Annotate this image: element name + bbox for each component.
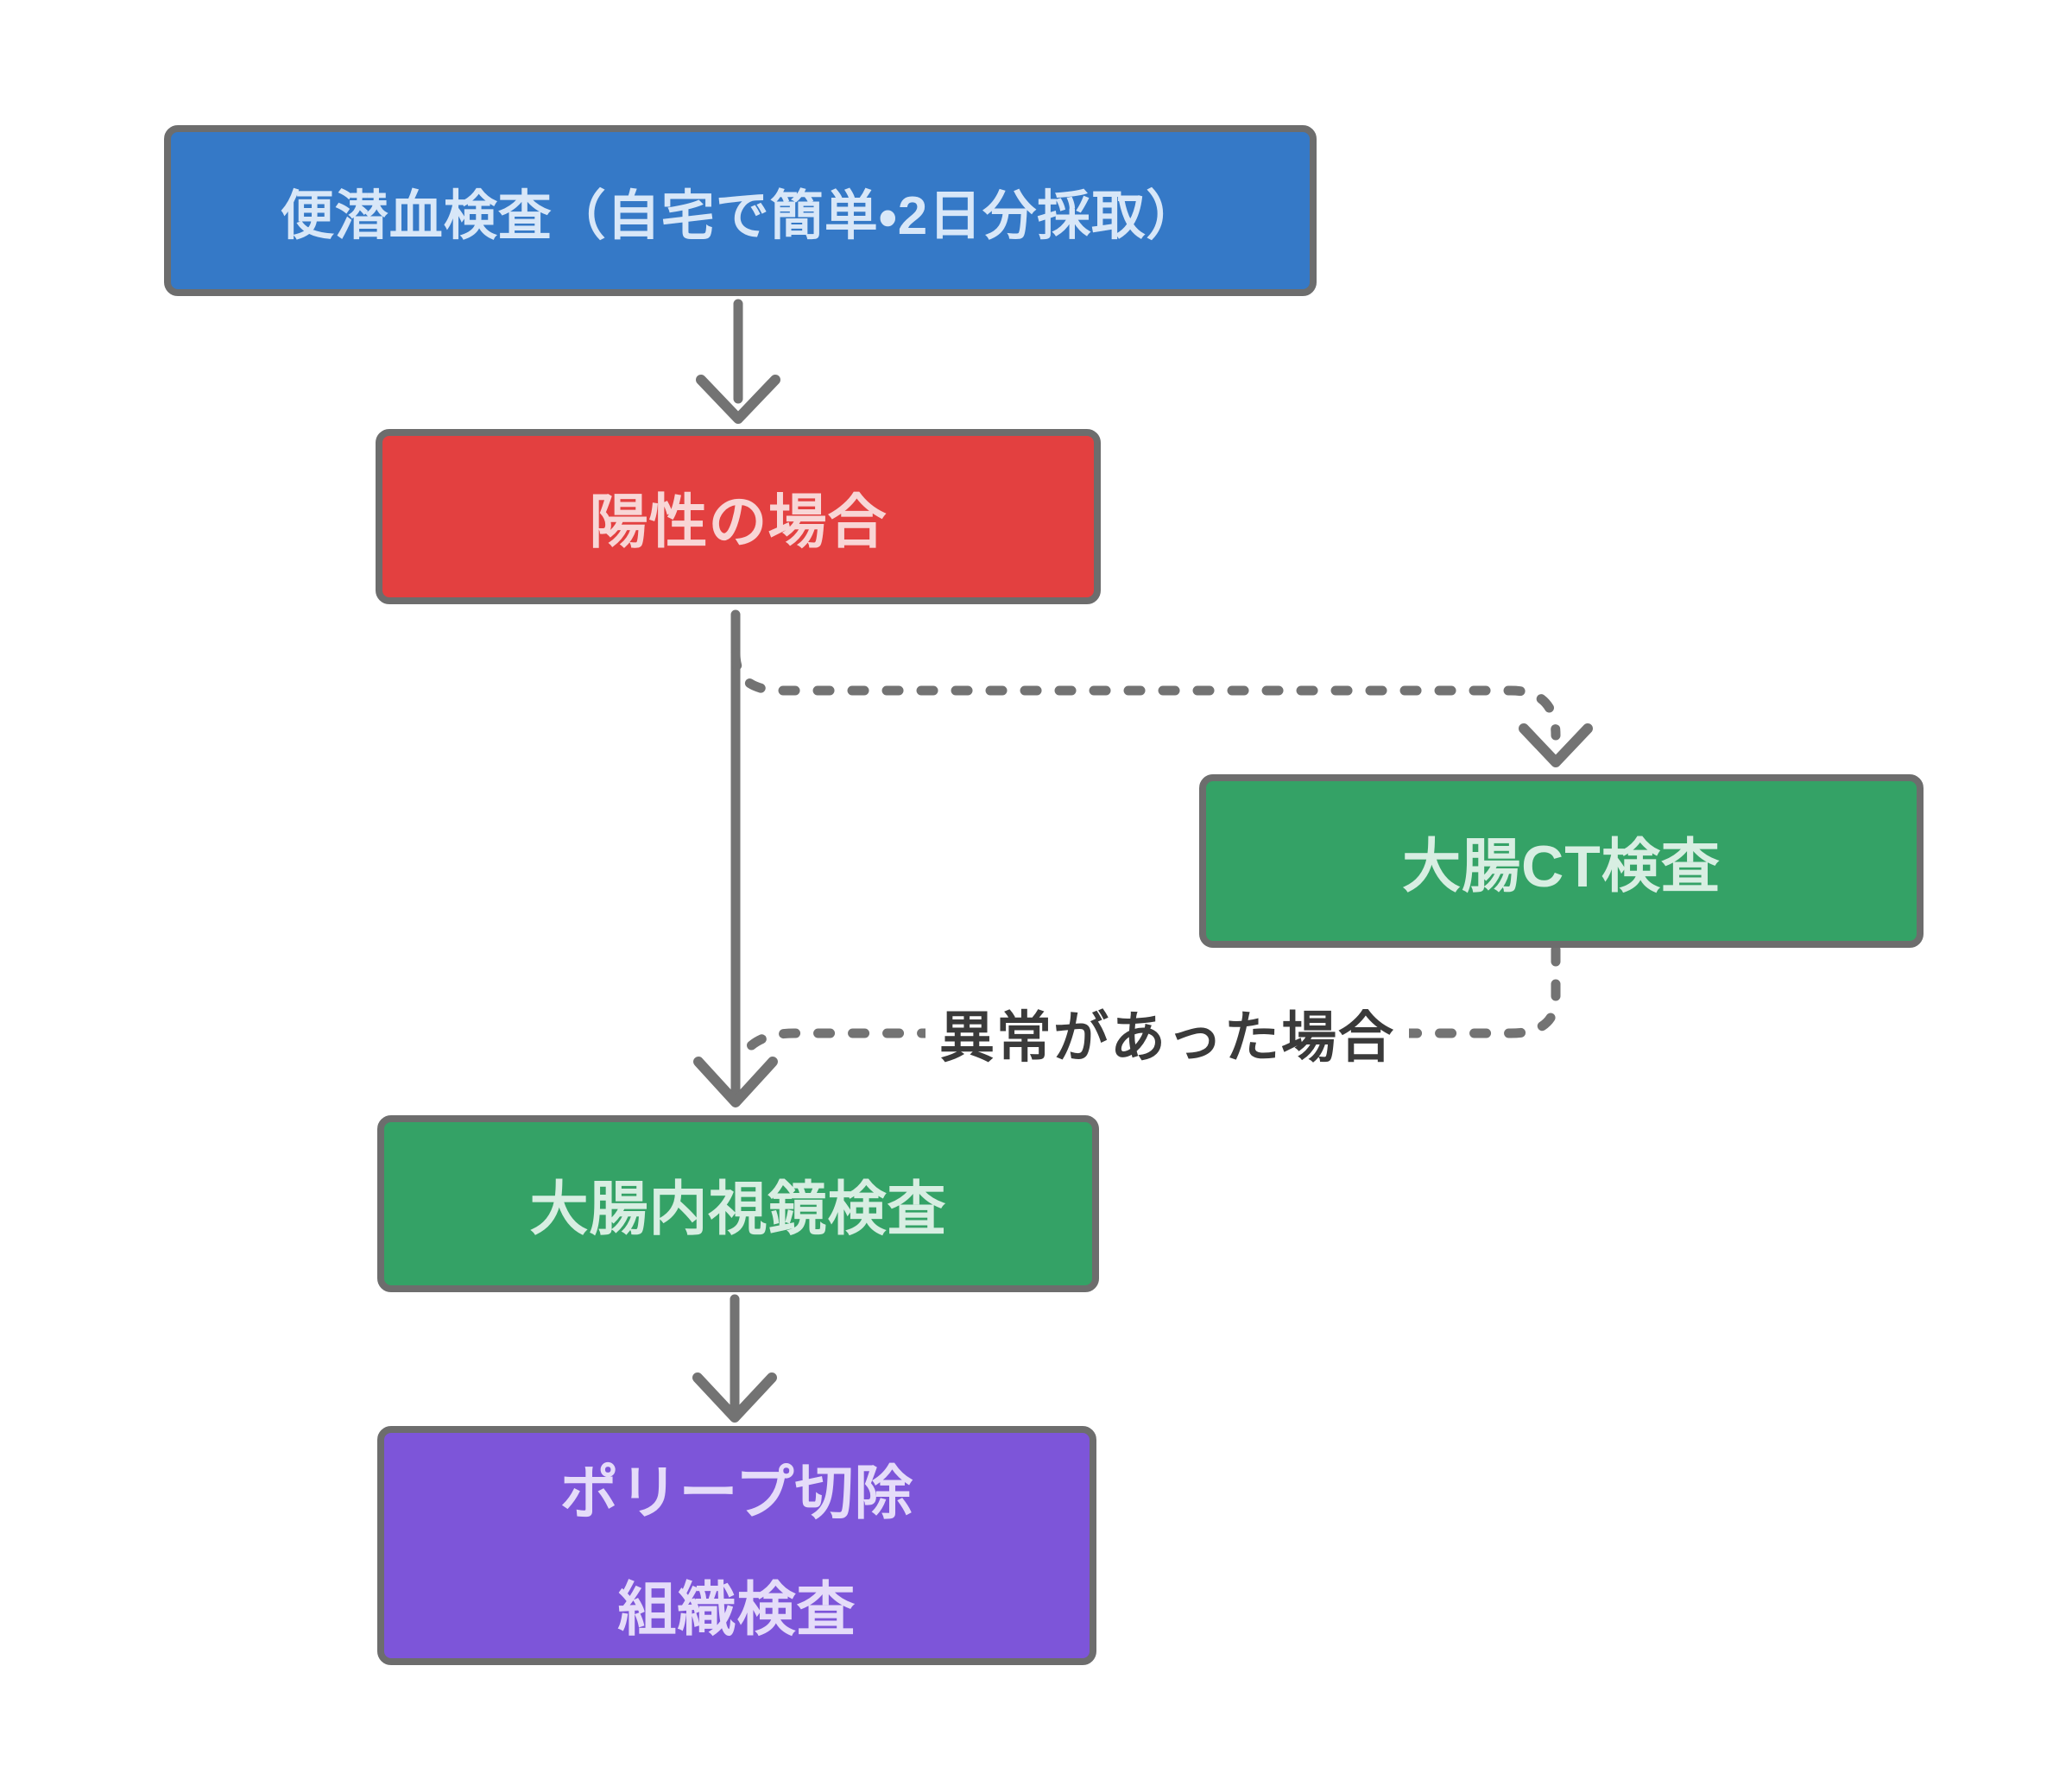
edge-ct-to-colonoscopy-dashed-line bbox=[735, 944, 1561, 1067]
node-fobt-label: 便潜血検査（自宅で簡単・2日分採取） bbox=[280, 186, 1201, 246]
node-positive: 陽性の場合 bbox=[376, 429, 1101, 604]
edge-colonoscopy-to-polypectomy-arrowhead bbox=[692, 1372, 777, 1423]
node-polypectomy-label-line2: 組織検査 bbox=[617, 1576, 856, 1643]
node-colonoscopy: 大腸内視鏡検査 bbox=[377, 1115, 1099, 1292]
edge-fobt-to-positive-arrowhead bbox=[696, 375, 780, 424]
edge-positive-to-ct-arrowhead bbox=[1519, 723, 1593, 767]
edge-label-abnormal-case: 異常があった場合 bbox=[925, 990, 1409, 1076]
node-polypectomy: ポリープ切除 組織検査 bbox=[377, 1426, 1096, 1665]
node-ct: 大腸CT検査 bbox=[1199, 774, 1924, 948]
node-ct-label: 大腸CT検査 bbox=[1402, 834, 1721, 899]
node-fobt: 便潜血検査（自宅で簡単・2日分採取） bbox=[164, 125, 1317, 296]
edge-positive-to-ct-dashed-line bbox=[730, 648, 1561, 741]
node-colonoscopy-label: 大腸内視鏡検査 bbox=[529, 1177, 947, 1242]
node-polypectomy-label-line1: ポリープ切除 bbox=[559, 1460, 914, 1526]
node-positive-label: 陽性の場合 bbox=[589, 489, 888, 555]
edge-positive-to-colonoscopy-arrowhead bbox=[693, 1057, 778, 1107]
